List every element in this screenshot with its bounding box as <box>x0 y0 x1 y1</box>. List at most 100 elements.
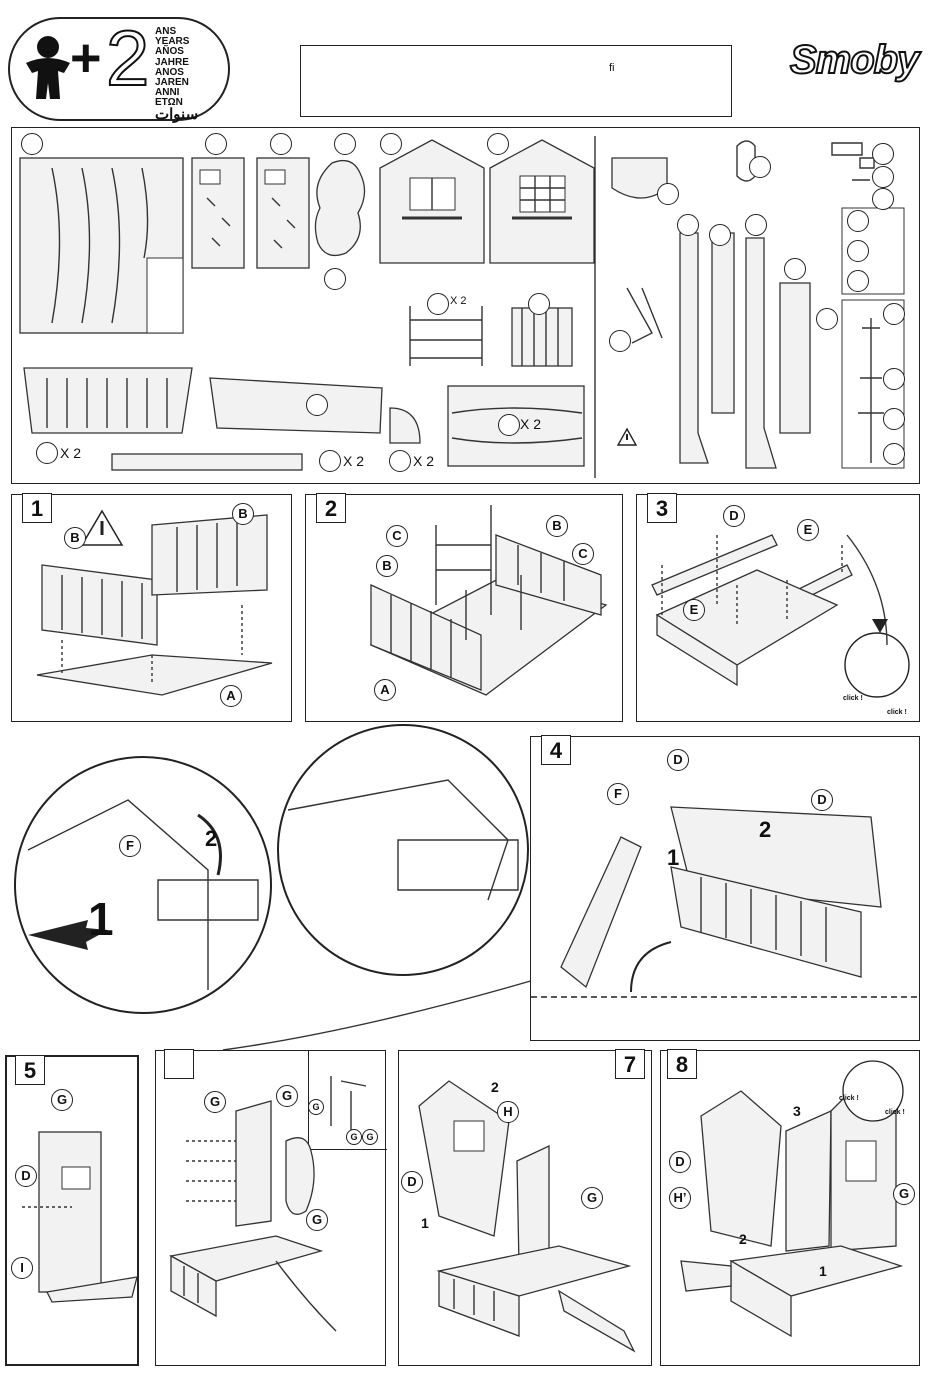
step-7-panel: 7 H D G 1 2 <box>398 1050 652 1366</box>
arrow-step-label: 1 <box>88 892 114 946</box>
part-label: G <box>276 1085 298 1107</box>
swing-hardware-parts <box>612 141 904 468</box>
slide-part <box>210 378 382 433</box>
part-label: H’ <box>669 1187 691 1209</box>
part-label: B <box>376 555 398 577</box>
step-1-panel: 1 B B A <box>11 494 292 722</box>
cutout-part <box>315 161 364 256</box>
part-label: A <box>220 685 242 707</box>
click-label: click ! <box>839 1095 859 1102</box>
part-callout <box>609 330 631 352</box>
part-label: F <box>607 783 629 805</box>
step-8-drawing <box>661 1051 921 1367</box>
part-callout <box>498 414 520 436</box>
arrow-step-label: 1 <box>667 845 679 871</box>
parts-list-panel: X 2 X 2 X 2 X 2 X 2 <box>11 127 920 484</box>
age-words: ANS YEARS AÑOS JAHRE ANOS JAREN ANNI ΕΤΩ… <box>155 27 198 120</box>
part-label: D <box>15 1165 37 1187</box>
step-8-panel: 8 D H’ G 1 2 3 click ! click ! <box>660 1050 920 1366</box>
part-label: B <box>546 515 568 537</box>
arrow-step-label: 2 <box>739 1231 747 1247</box>
ladder-parts <box>410 306 572 366</box>
age-plus: + <box>70 27 102 89</box>
part-label: D <box>723 505 745 527</box>
age-word: سنوات <box>155 110 198 120</box>
part-callout <box>816 308 838 330</box>
arrow-step-label: 3 <box>793 1103 801 1119</box>
arrow-step-label: 2 <box>491 1079 499 1095</box>
part-label: D <box>669 1151 691 1173</box>
part-callout <box>883 443 905 465</box>
house-front-parts <box>380 140 594 263</box>
quantity-label: X 2 <box>520 416 541 432</box>
part-label: I <box>11 1257 33 1279</box>
arrow-step-label: 1 <box>819 1263 827 1279</box>
part-label: G <box>306 1209 328 1231</box>
part-callout <box>847 210 869 232</box>
click-label: click ! <box>843 695 863 702</box>
part-callout <box>306 394 328 416</box>
part-label: E <box>797 519 819 541</box>
part-label: H <box>497 1101 519 1123</box>
step-6-drawing <box>156 1051 387 1367</box>
part-callout <box>487 133 509 155</box>
part-label: G <box>362 1129 378 1145</box>
part-callout <box>657 183 679 205</box>
part-label: G <box>51 1089 73 1111</box>
click-label: click ! <box>885 1109 905 1116</box>
quantity-label: X 2 <box>450 295 467 307</box>
step-3-panel: 3 D E E click ! click ! <box>636 494 920 722</box>
part-callout <box>872 143 894 165</box>
part-callout <box>872 166 894 188</box>
part-label: G <box>308 1099 324 1115</box>
part-label: G <box>204 1091 226 1113</box>
step-5-panel: 5 G D I <box>5 1055 139 1366</box>
step-2-drawing <box>306 495 624 723</box>
title-box: ﬁ <box>300 45 732 117</box>
part-label: B <box>64 527 86 549</box>
part-callout <box>427 293 449 315</box>
beam-part <box>112 454 302 470</box>
warning-icon <box>617 428 637 446</box>
corner-part <box>390 408 420 443</box>
part-label: D <box>401 1171 423 1193</box>
step-4-drawing <box>531 737 921 1042</box>
part-label: E <box>683 599 705 621</box>
step-3-drawing <box>637 495 921 723</box>
floor-panel-part <box>20 158 183 333</box>
part-callout <box>270 133 292 155</box>
part-callout <box>883 303 905 325</box>
part-callout <box>319 450 341 472</box>
part-callout <box>389 450 411 472</box>
part-callout <box>380 133 402 155</box>
quantity-label: X 2 <box>343 453 364 469</box>
part-label: F <box>119 835 141 857</box>
quantity-label: X 2 <box>60 445 81 461</box>
step-6-panel: G G G G G G <box>155 1050 386 1366</box>
part-callout <box>528 293 550 315</box>
part-callout <box>205 133 227 155</box>
step-1-drawing <box>12 495 293 723</box>
part-label: B <box>232 503 254 525</box>
part-label: D <box>667 749 689 771</box>
arrow-step-label: 2 <box>759 817 771 843</box>
step-5-drawing <box>7 1057 141 1368</box>
part-callout <box>872 188 894 210</box>
part-label: C <box>386 525 408 547</box>
part-callout <box>847 270 869 292</box>
part-callout <box>709 224 731 246</box>
bench-part <box>24 368 192 433</box>
brand-logo: Smoby <box>790 38 918 83</box>
quantity-label: X 2 <box>413 453 434 469</box>
detail-zoom-drawing <box>8 730 528 1050</box>
part-callout <box>847 240 869 262</box>
part-label: G <box>893 1183 915 1205</box>
part-callout <box>883 368 905 390</box>
part-label: G <box>346 1129 362 1145</box>
arrow-step-label: 2 <box>205 826 217 852</box>
part-label: C <box>572 543 594 565</box>
arrow-step-label: 1 <box>421 1215 429 1231</box>
part-label: A <box>374 679 396 701</box>
part-callout <box>324 268 346 290</box>
step-2-panel: 2 C C B B A <box>305 494 623 722</box>
